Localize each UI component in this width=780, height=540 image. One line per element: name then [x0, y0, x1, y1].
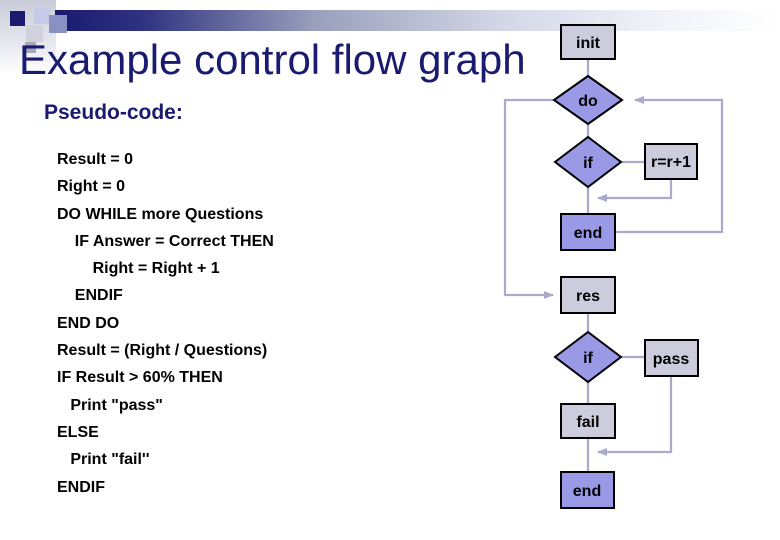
flowchart-node-if1: [553, 135, 623, 189]
node-label-if2: if: [583, 350, 593, 367]
node-label-end1: end: [574, 225, 602, 242]
flowchart-node-pass: [644, 339, 699, 377]
node-label-init: init: [576, 35, 601, 52]
flowchart-node-init: [560, 24, 616, 60]
code-line: Print "pass": [57, 396, 163, 414]
control-flow-graph: init do if r=r+1 end res if pass fail en…: [503, 24, 724, 509]
deco-square-medium: [49, 15, 67, 33]
connector-rinc-join: [597, 179, 673, 202]
code-line: Right = 0: [57, 178, 126, 196]
code-line: Result = (Right / Questions): [57, 342, 268, 360]
node-label-rinc: r=r+1: [651, 154, 691, 171]
flowchart-node-res: [560, 276, 616, 314]
slide-title: Example control flow graph: [19, 36, 526, 83]
deco-square-lavender: [34, 8, 50, 24]
pseudo-code-heading: Pseudo-code:: [44, 101, 183, 124]
node-label-pass: pass: [653, 351, 690, 368]
node-label-do: do: [578, 93, 598, 110]
code-line: DO WHILE more Questions: [57, 205, 264, 223]
connector-do-res-loop: [503, 98, 554, 299]
code-line: ENDIF: [57, 287, 123, 305]
flowchart-node-if2: [553, 330, 623, 384]
flowchart-node-end1: [560, 213, 616, 251]
connectors: [503, 59, 724, 472]
flowchart-node-r-inc: [644, 143, 698, 180]
code-line: ELSE: [57, 423, 99, 441]
node-label-res: res: [576, 288, 600, 305]
deco-square-small: [25, 42, 36, 53]
deco-square-gray: [26, 25, 43, 42]
node-label-end2: end: [573, 483, 601, 500]
code-line: END DO: [57, 314, 120, 332]
node-label-fail: fail: [576, 414, 599, 431]
code-line: Print "fail'': [57, 451, 150, 469]
deco-square-navy: [10, 11, 25, 26]
flowchart-node-fail: [560, 403, 616, 439]
flowchart-node-do: [552, 74, 624, 126]
node-label-if1: if: [583, 155, 593, 172]
code-line: Right = Right + 1: [57, 260, 220, 278]
pseudo-code-block: Result = 0 Right = 0 DO WHILE more Quest…: [57, 146, 487, 501]
flowchart-node-end2: [560, 471, 615, 509]
code-line: IF Result > 60% THEN: [57, 369, 223, 387]
code-line: ENDIF: [57, 478, 105, 496]
code-line: IF Answer = Correct THEN: [57, 232, 274, 250]
connector-end-do-loop: [615, 96, 724, 234]
connector-pass-join: [597, 376, 673, 456]
code-line: Result = 0: [57, 151, 134, 168]
